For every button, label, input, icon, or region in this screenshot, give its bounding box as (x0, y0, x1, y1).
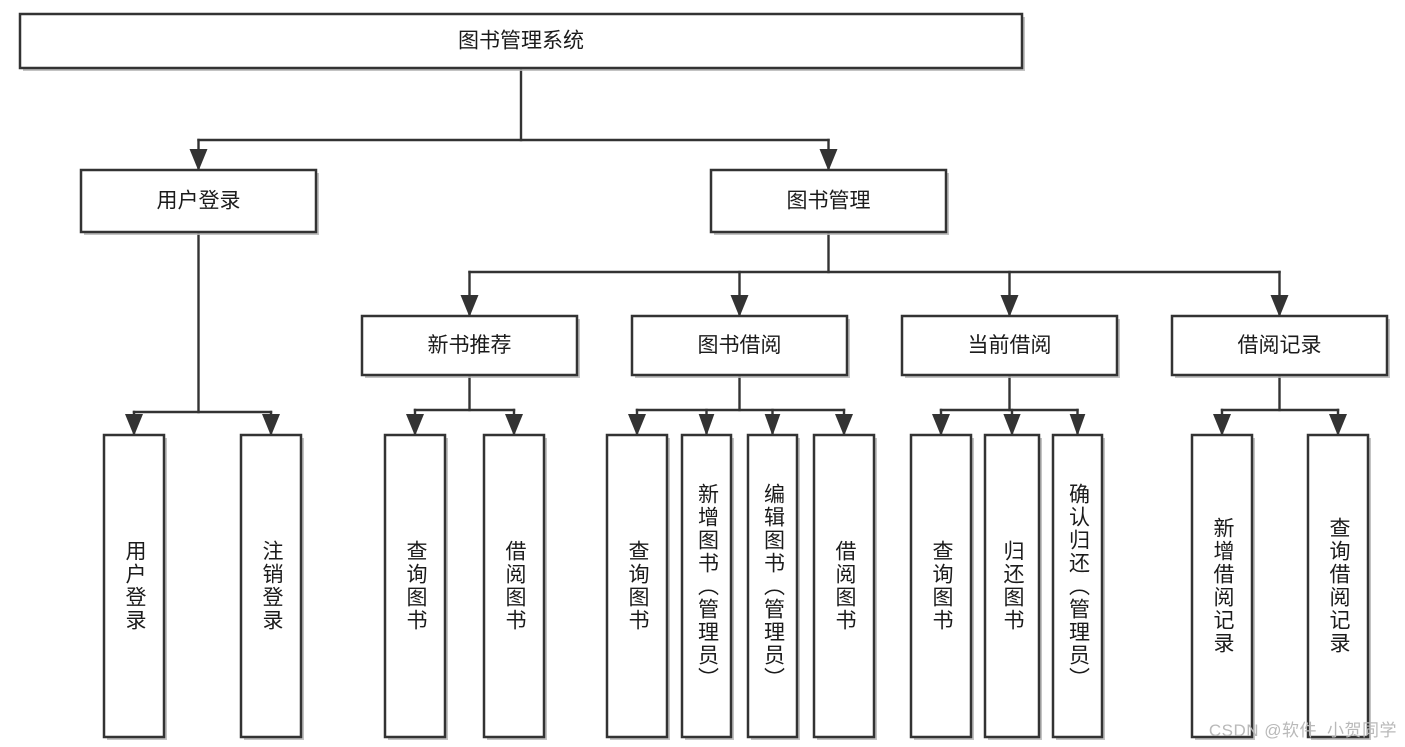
node-box-leaf-add-book[interactable] (680, 433, 733, 739)
connector-layer (125, 66, 1347, 436)
arrow-head-icon (698, 414, 715, 436)
arrow-head-icon (262, 414, 280, 436)
arrow-head-icon (505, 414, 523, 436)
node-label: 图书管理 (787, 190, 871, 213)
watermark-text: CSDN @软件_小贺同学 (1208, 721, 1397, 740)
arrow-head-icon (932, 414, 950, 436)
arrow-head-icon (730, 295, 749, 317)
node-box-root[interactable] (18, 12, 1024, 70)
node-box-book-manage[interactable] (709, 168, 948, 234)
node-box-leaf-borrow-book-1[interactable] (482, 433, 546, 739)
node-box-leaf-edit-book[interactable] (746, 433, 799, 739)
node-box-user-login[interactable] (79, 168, 318, 234)
arrow-head-icon (819, 149, 838, 171)
arrow-head-icon (189, 149, 208, 171)
node-box-leaf-logout-login[interactable] (239, 433, 303, 739)
arrow-head-icon (835, 414, 853, 436)
arrow-head-icon (125, 414, 143, 436)
node-label: 用户登录 (157, 190, 241, 213)
arrow-head-icon (1270, 295, 1289, 317)
node-label: 图书管理系统 (458, 30, 584, 53)
node-box-leaf-add-record[interactable] (1190, 433, 1254, 739)
arrow-head-icon (1003, 414, 1021, 436)
node-box-leaf-user-login[interactable] (102, 433, 166, 739)
node-label: 新书推荐 (428, 334, 512, 357)
node-box-borrow-record[interactable] (1170, 314, 1389, 377)
node-label: 借阅记录 (1238, 334, 1322, 357)
arrow-head-icon (1329, 414, 1347, 436)
arrow-head-icon (1000, 295, 1019, 317)
node-label: 当前借阅 (968, 334, 1052, 357)
node-box-book-borrow[interactable] (630, 314, 849, 377)
node-box-new-book-rec[interactable] (360, 314, 579, 377)
node-box-leaf-query-record[interactable] (1306, 433, 1370, 739)
arrow-head-icon (460, 295, 479, 317)
arrow-head-icon (764, 414, 781, 436)
arrow-head-icon (1069, 414, 1086, 436)
node-label: 图书借阅 (698, 334, 782, 357)
node-box-leaf-query-book-3[interactable] (909, 433, 973, 739)
node-box-leaf-query-book-2[interactable] (605, 433, 669, 739)
arrow-head-icon (628, 414, 646, 436)
node-box-leaf-borrow-book-2[interactable] (812, 433, 876, 739)
node-box-leaf-confirm-return[interactable] (1051, 433, 1104, 739)
arrow-head-icon (406, 414, 424, 436)
node-box-leaf-return-book[interactable] (983, 433, 1041, 739)
arrow-head-icon (1213, 414, 1231, 436)
node-box-leaf-query-book-1[interactable] (383, 433, 447, 739)
node-box-current-borrow[interactable] (900, 314, 1119, 377)
node-box-layer (18, 12, 1390, 740)
